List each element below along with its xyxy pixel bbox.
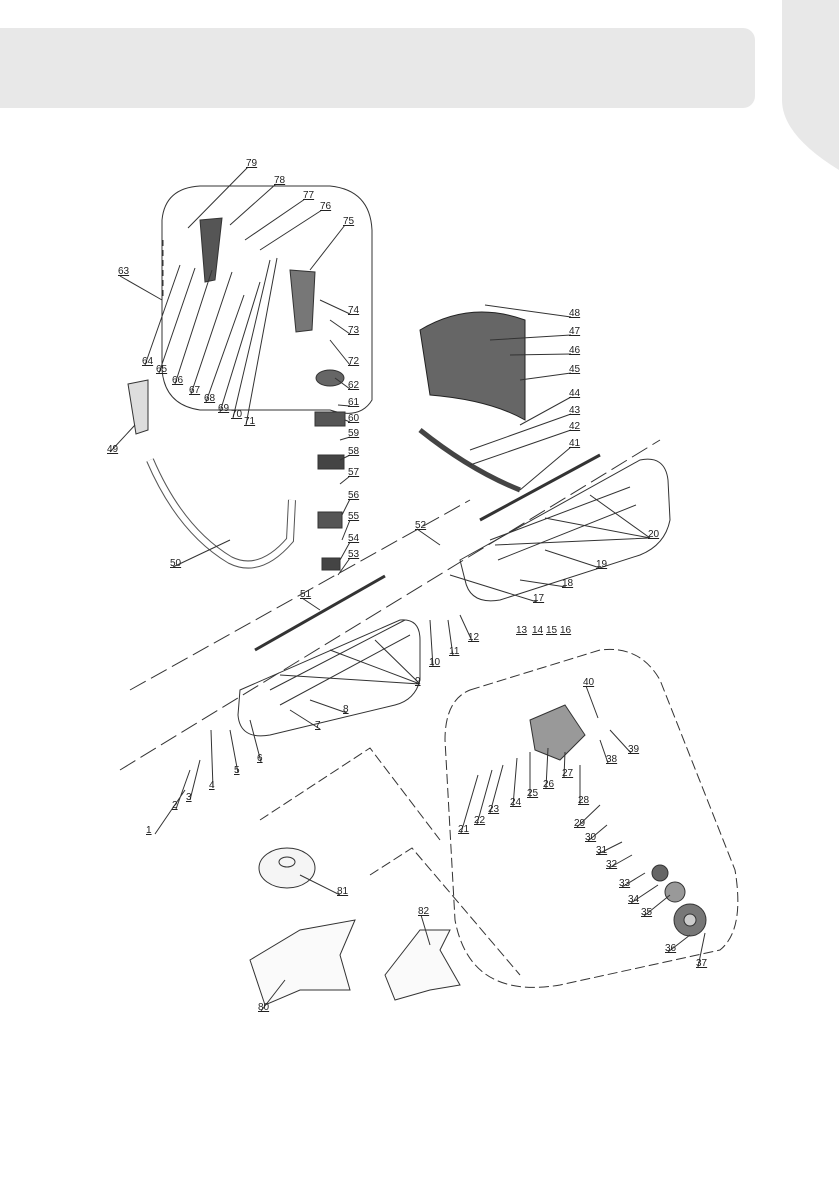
callout-label: 69 xyxy=(218,403,230,414)
callout-label: 50 xyxy=(170,558,182,569)
callout-label: 38 xyxy=(606,754,618,765)
callout-label: 42 xyxy=(569,421,581,432)
callout-label: 23 xyxy=(488,804,500,815)
callout-label: 80 xyxy=(258,1002,270,1013)
callout-label: 47 xyxy=(569,326,581,337)
callout-label: 77 xyxy=(303,190,315,201)
callout-label: 64 xyxy=(142,356,154,367)
callout-label: 51 xyxy=(300,589,312,600)
callout-label: 22 xyxy=(474,815,486,826)
callout-label: 73 xyxy=(348,325,360,336)
callout-label: 20 xyxy=(648,529,660,540)
callout-label: 31 xyxy=(596,845,608,856)
callout-label: 61 xyxy=(348,397,360,408)
callout-label: 36 xyxy=(665,943,677,954)
callout-label: 26 xyxy=(543,779,555,790)
three-point-blade xyxy=(250,920,355,1005)
callout-label: 72 xyxy=(348,356,360,367)
callout-label: 71 xyxy=(244,416,256,427)
callout-label: 49 xyxy=(107,444,119,455)
callout-label: 33 xyxy=(619,878,631,889)
callout-label: 3 xyxy=(186,792,192,803)
callout-label: 53 xyxy=(348,549,360,560)
callout-label: 44 xyxy=(569,388,581,399)
callout-label: 45 xyxy=(569,364,581,375)
callout-label: 46 xyxy=(569,345,581,356)
callout-label: 70 xyxy=(231,409,243,420)
callout-label: 66 xyxy=(172,375,184,386)
callout-label: 19 xyxy=(596,559,608,570)
callout-label: 25 xyxy=(527,788,539,799)
trimmer-head xyxy=(259,848,315,888)
callout-label: 12 xyxy=(468,632,480,643)
callout-label: 24 xyxy=(510,797,522,808)
callout-label: 11 xyxy=(449,646,460,657)
callout-label: 13 xyxy=(516,625,528,636)
callout-label: 21 xyxy=(458,824,470,835)
callout-label: 78 xyxy=(274,175,286,186)
callout-label: 52 xyxy=(415,520,427,531)
callout-label: 9 xyxy=(415,676,421,687)
callout-label: 40 xyxy=(583,677,595,688)
handlebar xyxy=(150,460,292,565)
callout-label: 32 xyxy=(606,859,618,870)
callout-label: 74 xyxy=(348,305,360,316)
callout-label: 62 xyxy=(348,380,360,391)
grip xyxy=(128,380,148,434)
callout-label: 75 xyxy=(343,216,355,227)
callout-label: 54 xyxy=(348,533,360,544)
callout-label: 29 xyxy=(574,818,586,829)
callout-label: 8 xyxy=(343,704,349,715)
callout-label: 39 xyxy=(628,744,640,755)
callout-label: 63 xyxy=(118,266,130,277)
callout-label: 2 xyxy=(172,800,178,811)
guard xyxy=(420,312,525,420)
callout-label: 58 xyxy=(348,446,360,457)
callout-label: 15 xyxy=(546,625,558,636)
callout-label: 56 xyxy=(348,490,360,501)
callout-label: 16 xyxy=(560,625,572,636)
callout-label: 59 xyxy=(348,428,360,439)
callout-label: 7 xyxy=(315,720,321,731)
callout-label: 10 xyxy=(429,657,441,668)
callout-label: 65 xyxy=(156,364,168,375)
callout-label: 60 xyxy=(348,413,360,424)
gearbox xyxy=(530,705,585,760)
callout-label: 79 xyxy=(246,158,258,169)
callout-label: 1 xyxy=(146,825,152,836)
callout-label: 57 xyxy=(348,467,360,478)
callout-label: 30 xyxy=(585,832,597,843)
callout-label: 17 xyxy=(533,593,545,604)
callout-label: 4 xyxy=(209,780,215,791)
callout-label: 68 xyxy=(204,393,216,404)
callout-label: 35 xyxy=(641,907,653,918)
callout-label: 27 xyxy=(562,768,574,779)
callout-label: 41 xyxy=(569,438,581,449)
callout-label: 14 xyxy=(532,625,544,636)
callout-label: 48 xyxy=(569,308,581,319)
callout-label: 6 xyxy=(257,753,263,764)
callout-label: 18 xyxy=(562,578,574,589)
callout-label: 28 xyxy=(578,795,590,806)
callout-label: 34 xyxy=(628,894,640,905)
callout-label: 82 xyxy=(418,906,430,917)
callout-label: 37 xyxy=(696,958,708,969)
callout-label: 76 xyxy=(320,201,332,212)
callout-label: 55 xyxy=(348,511,360,522)
callout-label: 5 xyxy=(234,765,240,776)
callout-label: 67 xyxy=(189,385,201,396)
callout-label: 43 xyxy=(569,405,581,416)
callout-label: 81 xyxy=(337,886,349,897)
